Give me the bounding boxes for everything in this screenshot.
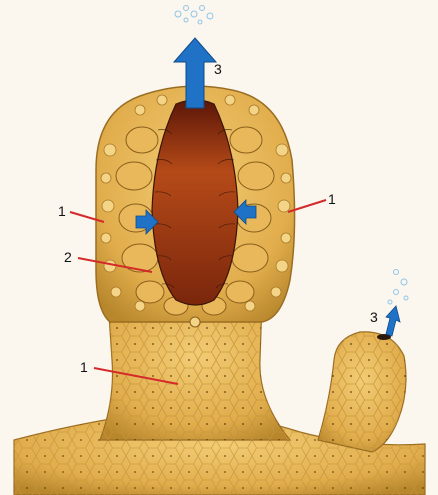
label-top-outflow: 3 <box>214 61 222 77</box>
cavity-pore <box>190 317 200 327</box>
label-bud-outflow: 3 <box>370 309 378 325</box>
label-wall-left: 1 <box>58 203 66 219</box>
label-wall-right: 1 <box>328 191 336 207</box>
central-cavity <box>152 100 238 305</box>
label-cavity: 2 <box>64 249 72 265</box>
label-stalk: 1 <box>80 359 88 375</box>
